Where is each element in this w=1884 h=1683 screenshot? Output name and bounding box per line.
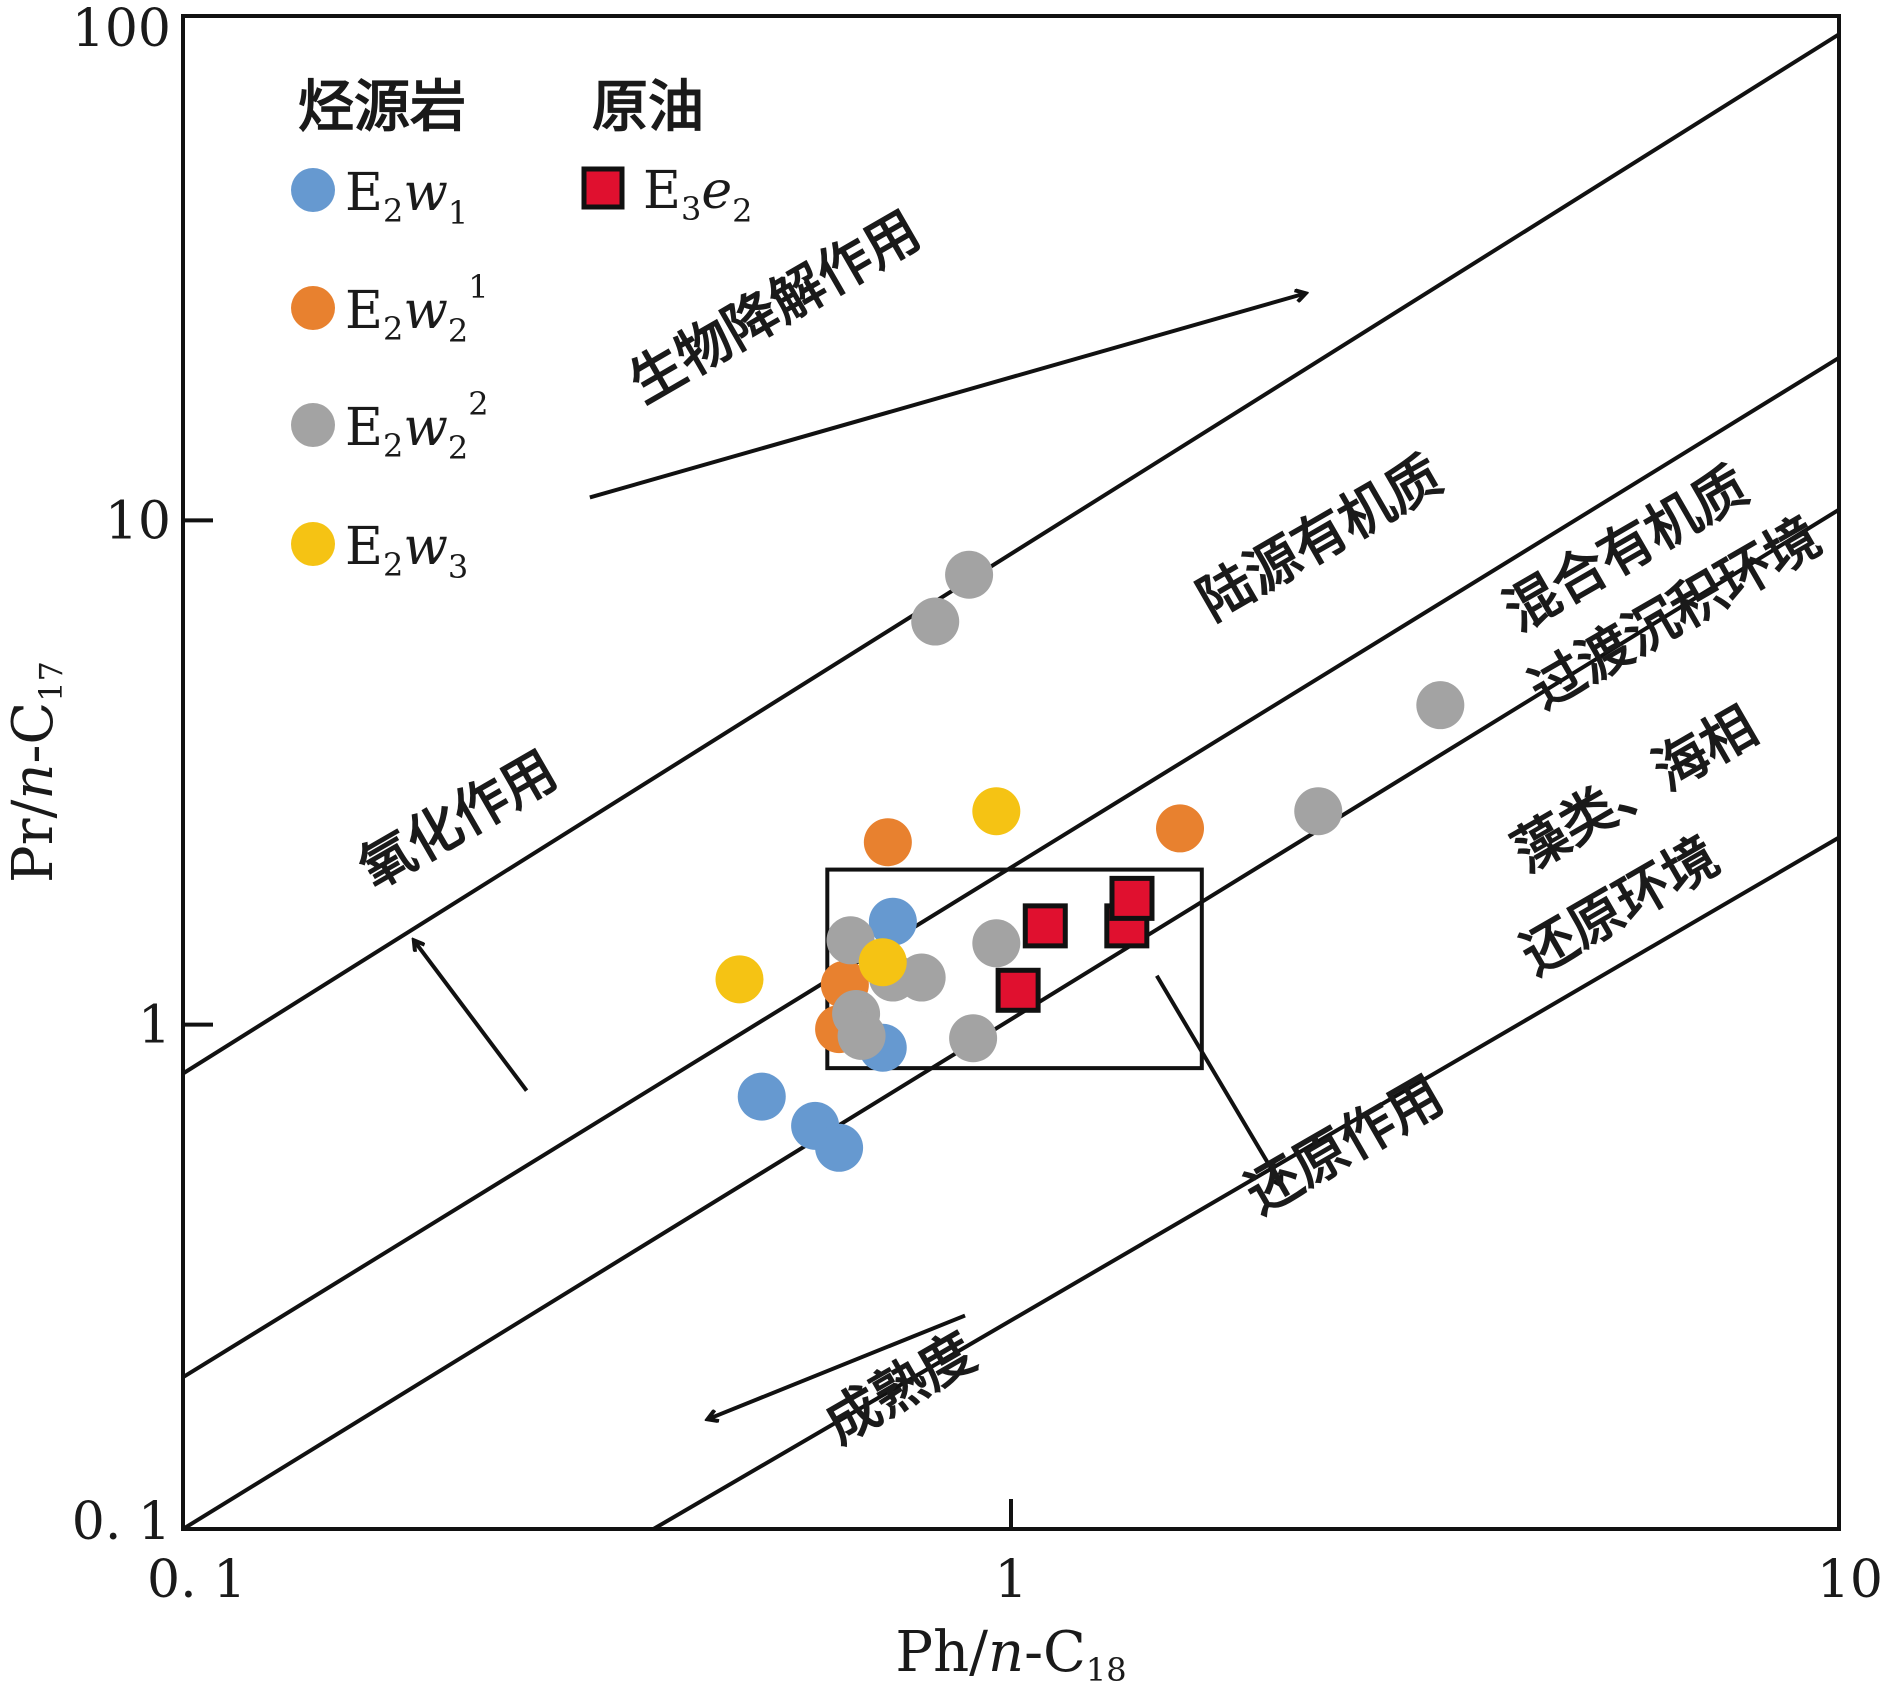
point-series4-1 (972, 787, 1021, 836)
y-axis-title: Pr/n-C17 (1, 661, 70, 883)
point-series1-5 (815, 1123, 864, 1172)
legend-label-4: E2w3 (345, 517, 468, 586)
arrow-4 (708, 1313, 966, 1420)
point-series4-2 (715, 955, 764, 1004)
x-tick-label-2: 1 (994, 1550, 1027, 1610)
region-labels: 生物降解作用陆源有机质混合有机质过渡沉积环境藻类、海相还原环境氧化作用还原作用成… (349, 199, 1831, 1456)
process-arrows (414, 293, 1306, 1419)
boundary-lines (183, 32, 1839, 1529)
boundary-line-1 (183, 32, 1839, 1076)
legend-header-crude-oil: 原油 (592, 75, 704, 140)
point-series1-3 (737, 1072, 786, 1121)
legend-label-2: E2w21 (345, 268, 489, 350)
point-series4-3 (858, 938, 907, 987)
data-points (715, 550, 1465, 1172)
legend-header-source-rock: 烃源岩 (298, 75, 466, 140)
point-series5-4 (995, 967, 1041, 1013)
arrow-3 (589, 293, 1306, 500)
boundary-line-2 (183, 356, 1839, 1379)
legend-label-3: E2w22 (345, 385, 489, 467)
point-series3-7 (897, 953, 946, 1002)
boundary-line-3 (183, 507, 1839, 1529)
point-series5-3 (1109, 875, 1155, 921)
point-series3-4 (1294, 787, 1343, 836)
legend-marker-3 (291, 403, 335, 447)
point-series3-2 (911, 597, 960, 646)
point-series2-1 (863, 818, 912, 867)
region-label-1: 生物降解作用 (619, 199, 931, 416)
point-series3-11 (837, 1011, 886, 1060)
point-series5-1 (1022, 903, 1068, 949)
legend-marker-1 (291, 168, 335, 212)
legend-label-1: E2w1 (345, 163, 468, 232)
x-tick-label-1: 0. 1 (147, 1550, 246, 1610)
point-series3-1 (945, 550, 994, 599)
legend-marker-2 (291, 286, 335, 330)
point-series3-10 (949, 1014, 998, 1063)
legend-marker-5 (581, 166, 625, 210)
plot-frame (181, 14, 1841, 1531)
arrow-1 (414, 940, 529, 1092)
point-series2-2 (1156, 804, 1205, 853)
region-label-8: 还原作用 (1235, 1063, 1454, 1226)
axis-ticks: 0. 1 1 10 0. 1 1 10 100 (72, 0, 1883, 1610)
region-label-5: 藻类、海相 (1502, 695, 1767, 885)
boundary-line-4 (652, 835, 1839, 1529)
point-series3-3 (1416, 681, 1465, 730)
legend-marker-4 (291, 522, 335, 566)
arrow-2 (1155, 974, 1281, 1186)
point-series1-1 (868, 897, 917, 946)
point-series3-8 (972, 919, 1021, 968)
y-tick-label-2: 1 (138, 996, 171, 1056)
x-tick-label-3: 10 (1817, 1550, 1883, 1610)
region-label-2: 陆源有机质 (1187, 443, 1452, 633)
y-tick-label-3: 10 (105, 491, 171, 551)
region-label-7: 氧化作用 (349, 739, 568, 902)
y-tick-label-1: 0. 1 (72, 1492, 171, 1552)
legend-label-5: E3e2 (643, 161, 752, 230)
y-tick-label-4: 100 (72, 0, 171, 59)
x-axis-title: Ph/n-C18 (895, 1620, 1126, 1683)
